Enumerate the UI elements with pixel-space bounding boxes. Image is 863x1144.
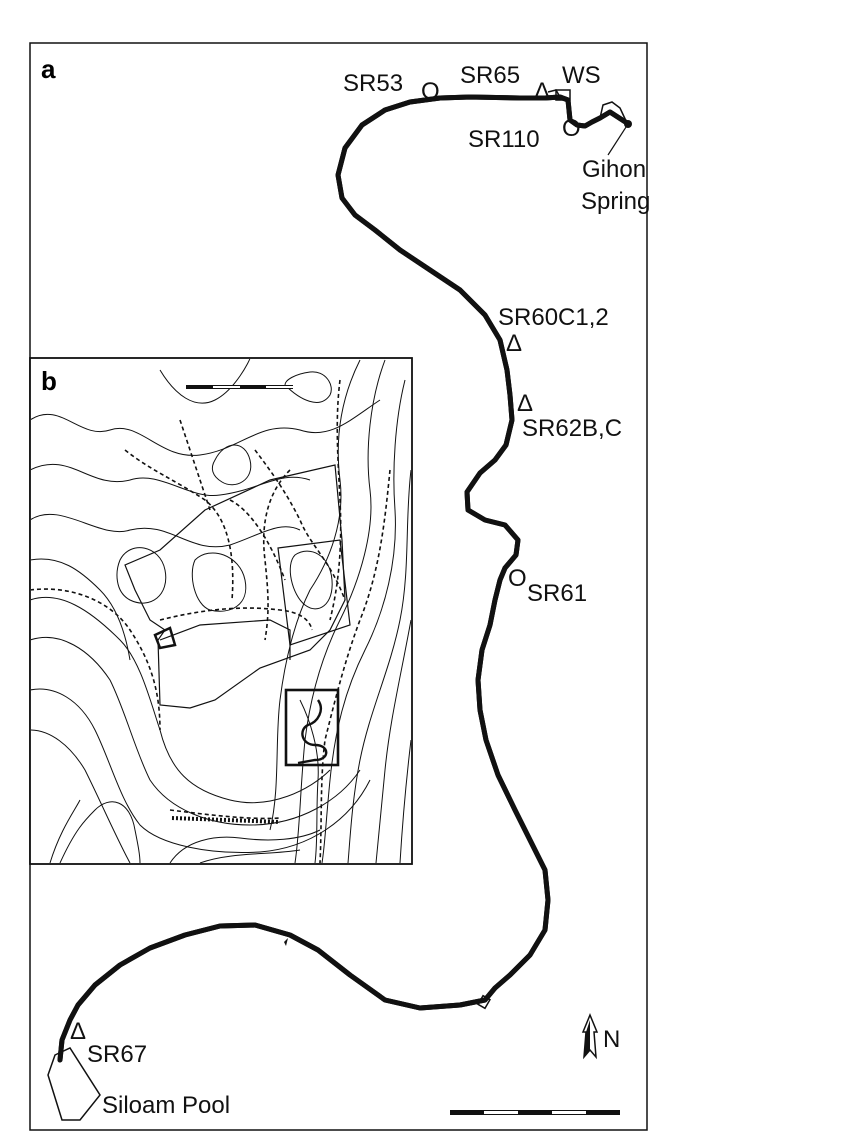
contour-line: [299, 699, 319, 863]
contour-line: [31, 513, 301, 548]
contour-line: [375, 619, 411, 863]
warrens-shaft-symbol: [555, 89, 571, 101]
dashed-route: [319, 469, 391, 863]
dashed-route: [329, 379, 342, 621]
symbol-triangle-sr60: Δ: [506, 330, 523, 357]
dashed-route: [179, 419, 211, 511]
label-sr61: SR61: [527, 580, 588, 607]
symbol-circle-sr61: O: [508, 565, 527, 592]
dashed-route: [169, 809, 281, 820]
label-gihon-line2: Spring: [581, 188, 651, 215]
temple-enclosure: [277, 539, 351, 646]
symbol-circle-sr53: O: [421, 78, 440, 105]
dashed-route: [262, 469, 291, 641]
contour-line: [31, 688, 371, 853]
contour-line: [289, 550, 333, 610]
contour-line: [31, 636, 361, 826]
north-arrow-icon: [581, 1013, 599, 1060]
label-sr110: SR110: [468, 126, 540, 153]
city-wall: [124, 464, 346, 709]
panel-b-inset: [29, 357, 413, 865]
contour-line: [191, 552, 247, 612]
siloam-pool-outline: [47, 1047, 101, 1121]
symbol-triangle-sr67: Δ: [70, 1018, 87, 1045]
label-siloam-pool: Siloam Pool: [102, 1092, 231, 1119]
symbol-triangle-sr65: Δ: [534, 78, 551, 105]
label-sr60: SR60C1,2: [498, 304, 609, 331]
label-sr53: SR53: [343, 70, 404, 97]
contour-line: [49, 799, 81, 863]
contour-line: [31, 729, 131, 863]
dashed-route: [31, 588, 161, 731]
tunnel-feature-2: [477, 994, 491, 1010]
label-north: N: [603, 1026, 621, 1053]
contour-line: [31, 558, 131, 661]
contour-line: [31, 399, 381, 456]
label-sr65: SR65: [460, 62, 521, 89]
label-sr67: SR67: [87, 1041, 148, 1068]
symbol-circle-sr110: O: [562, 115, 581, 142]
detail-box: [284, 688, 340, 767]
label-ws: WS: [562, 62, 601, 89]
contour-line: [159, 359, 251, 404]
symbol-triangle-sr62: Δ: [517, 390, 534, 417]
scale-bar-a: [450, 1110, 620, 1115]
contour-line: [294, 359, 386, 863]
contour-line: [321, 379, 406, 863]
contour-line: [211, 444, 252, 486]
scale-bar-b: [186, 385, 293, 389]
contour-line: [59, 801, 141, 863]
contour-line: [347, 469, 411, 863]
tunnel-miniature: [297, 699, 328, 765]
contour-line: [199, 849, 301, 863]
tunnel-feature-1: [284, 938, 288, 946]
label-gihon-line1: Gihon: [582, 156, 647, 183]
inner-wall: [159, 619, 291, 660]
contour-line: [284, 371, 332, 403]
dashed-route: [124, 449, 234, 601]
contour-line: [399, 739, 411, 863]
contour-line: [31, 463, 311, 497]
contour-line: [116, 547, 167, 604]
dashed-route: [159, 607, 313, 631]
tunnel-path: [57, 94, 630, 1063]
panel-label-a: a: [41, 54, 56, 84]
dashed-route: [254, 449, 346, 601]
contour-line: [169, 829, 321, 863]
label-sr62: SR62B,C: [522, 415, 623, 442]
gihon-leader-line: [607, 123, 629, 156]
panel-label-b: b: [41, 366, 57, 396]
gate: [153, 626, 177, 650]
contour-line: [269, 359, 361, 831]
